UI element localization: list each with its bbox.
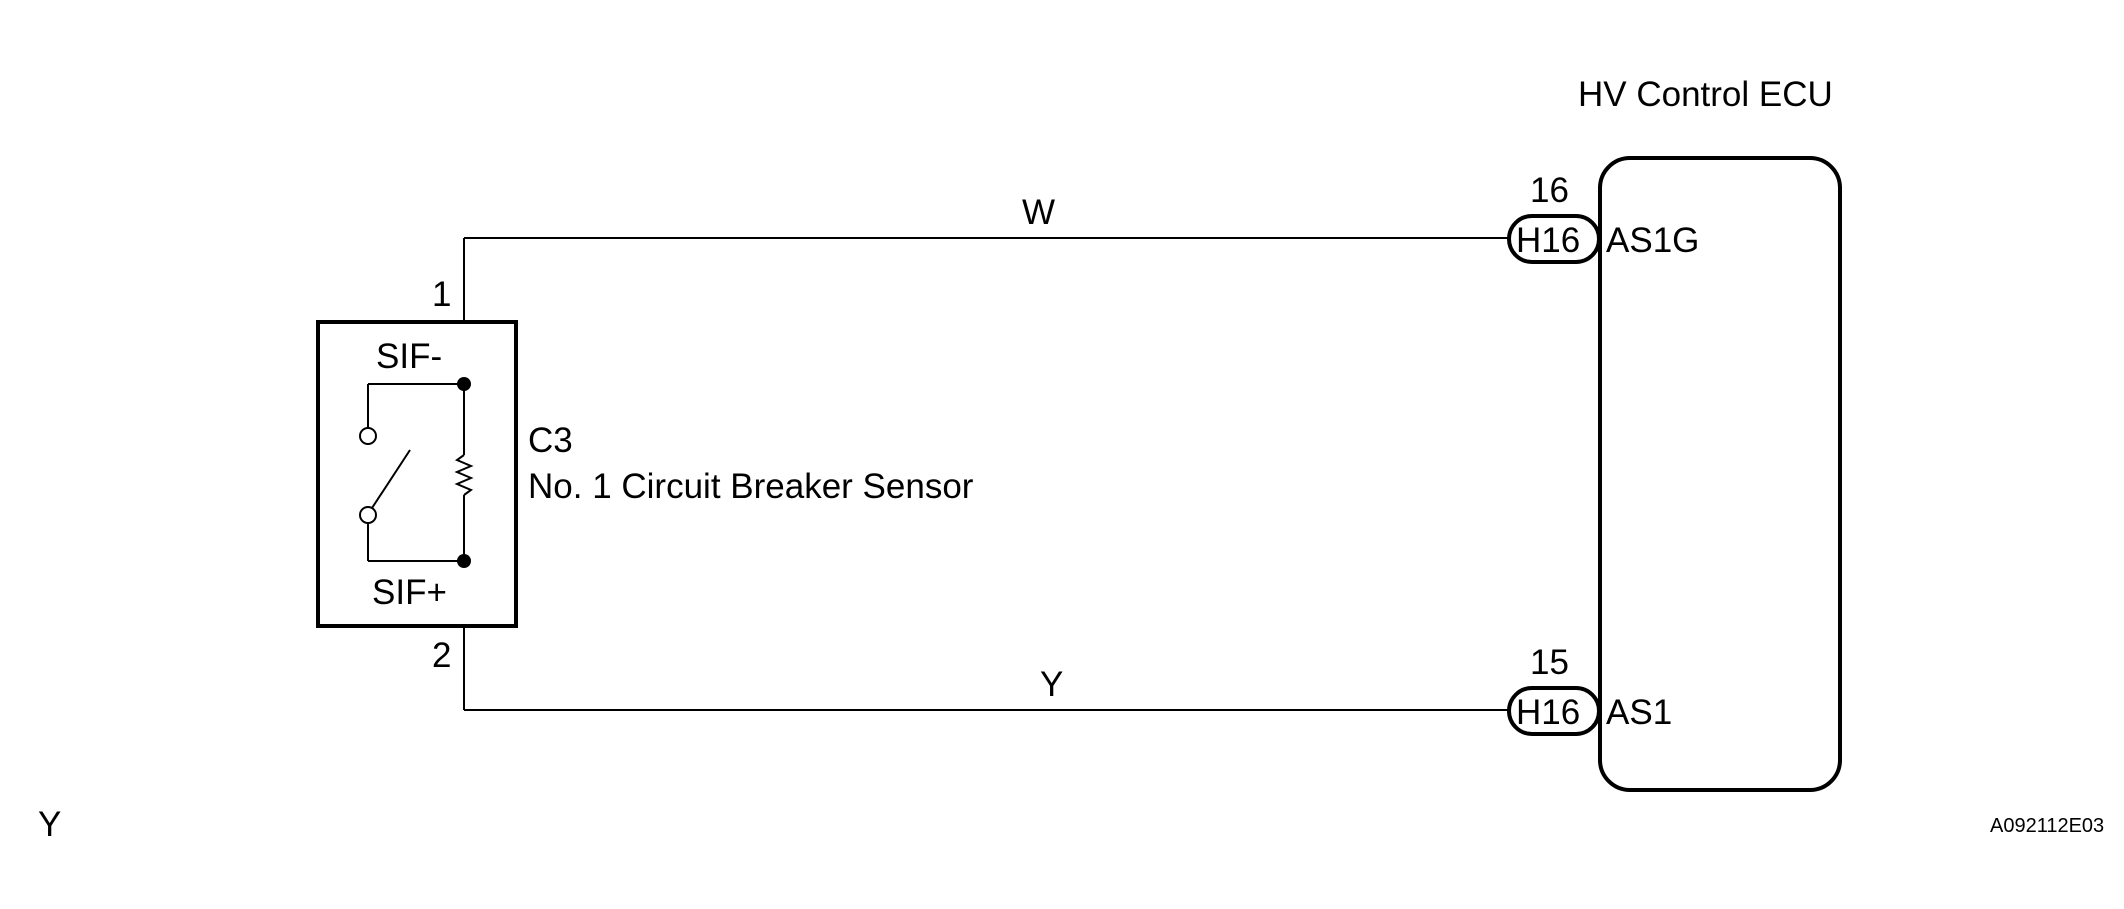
wire-y [463, 626, 1509, 711]
ecu-terminal-top: AS1G [1606, 221, 1699, 260]
sensor-box [316, 320, 518, 628]
wire-color-y: Y [1040, 665, 1063, 704]
junction-dot-top [457, 377, 471, 391]
sensor-pin-top: 1 [432, 275, 451, 314]
ecu-terminal-bottom: AS1 [1606, 693, 1672, 732]
sensor-name: No. 1 Circuit Breaker Sensor [528, 467, 974, 506]
connector-top [1507, 214, 1601, 264]
ecu-pin-bottom: 15 [1530, 643, 1569, 682]
connector-top-label: H16 [1516, 221, 1580, 260]
junction-dot-bottom [457, 554, 471, 568]
wire-color-w: W [1022, 193, 1055, 232]
sensor-terminal-bottom: SIF+ [372, 573, 447, 612]
ecu-pin-top: 16 [1530, 171, 1569, 210]
connector-bottom [1507, 686, 1601, 736]
switch-contact-top [359, 427, 377, 445]
ecu-body [1598, 156, 1842, 792]
sensor-pin-bottom: 2 [432, 636, 451, 675]
sensor-terminal-top: SIF- [376, 337, 442, 376]
wire-w [463, 237, 1509, 322]
ecu-title: HV Control ECU [1578, 75, 1833, 114]
figure-code: A092112E03 [1990, 815, 2104, 837]
footer-left-note: Y [38, 805, 61, 844]
connector-bottom-label: H16 [1516, 693, 1580, 732]
sensor-internal-circuit [367, 383, 474, 562]
sensor-code: C3 [528, 421, 573, 460]
switch-contact-bottom [359, 506, 377, 524]
